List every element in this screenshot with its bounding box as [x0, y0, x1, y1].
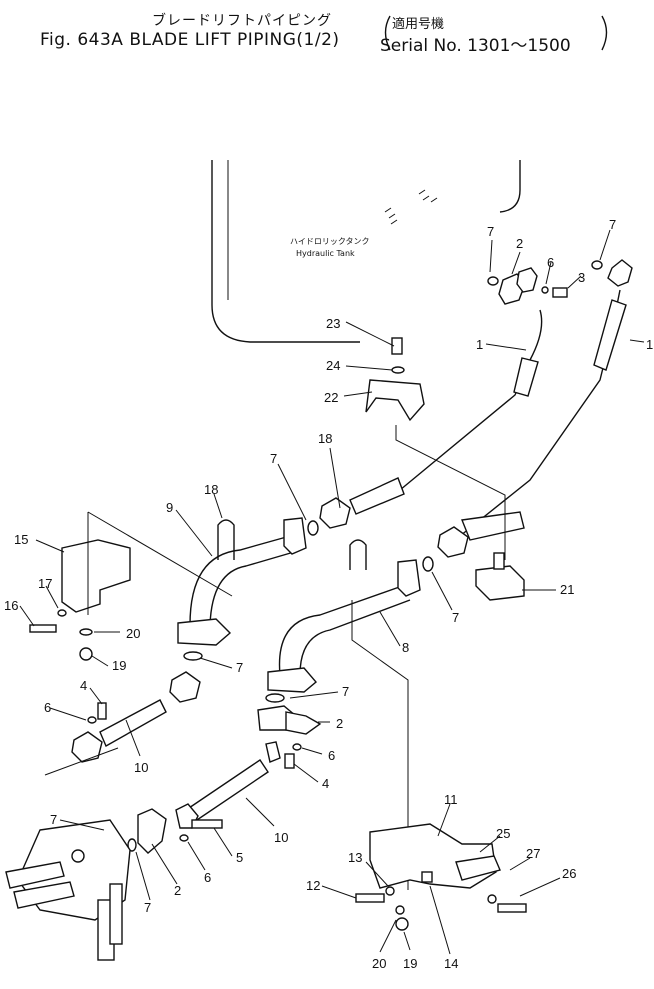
hose-10-left [71, 671, 201, 763]
leader-18-down [351, 600, 409, 890]
callout-22: 22 [324, 390, 338, 405]
callout-7: 7 [452, 610, 459, 625]
callout-13: 13 [348, 850, 362, 865]
callout-7: 7 [236, 660, 243, 675]
callout-20: 20 [126, 626, 140, 641]
callout-25: 25 [496, 826, 510, 841]
o-ring-7-d [265, 693, 285, 703]
callout-2: 2 [336, 716, 343, 731]
u-bolt-18-right [349, 539, 367, 570]
callout-6: 6 [44, 700, 51, 715]
callout-27: 27 [526, 846, 540, 861]
serial-open-paren [384, 15, 391, 51]
figure-title-japanese: ブレードリフトパイピング [152, 13, 332, 29]
callout-14: 14 [444, 956, 458, 971]
hose-1-left [319, 309, 543, 529]
tank-label: Hydraulic Tank [296, 249, 355, 258]
o-ring-7-f [127, 838, 137, 852]
control-valve [5, 747, 131, 961]
callout-7: 7 [609, 217, 616, 232]
hose-10-middle [175, 741, 281, 842]
hydraulic-tank: ハイドロリックタンク Hydraulic Tank [211, 160, 521, 343]
callout-24: 24 [326, 358, 340, 373]
callout-6: 6 [547, 255, 554, 270]
callout-4: 4 [80, 678, 87, 693]
bolt-23 [391, 337, 405, 374]
bracket-11 [355, 823, 527, 931]
serial-heading-japanese: 適用号機 [392, 17, 445, 32]
callout-8: 8 [402, 640, 409, 655]
callout-labels: 7 2 6 3 7 1 1 23 24 22 18 7 18 9 15 17 1… [4, 217, 653, 971]
clamp-21 [475, 565, 525, 601]
callout-1: 1 [476, 337, 483, 352]
callout-9: 9 [166, 500, 173, 515]
callout-18: 18 [318, 431, 332, 446]
callout-2: 2 [174, 883, 181, 898]
pipe-9 [177, 517, 307, 646]
callout-21: 21 [560, 582, 574, 597]
callout-7: 7 [270, 451, 277, 466]
callout-19: 19 [112, 658, 126, 673]
callout-3: 3 [578, 270, 585, 285]
callout-23: 23 [326, 316, 340, 331]
leader-lines [19, 229, 645, 955]
callout-15: 15 [14, 532, 28, 547]
u-bolt-18-left [217, 519, 235, 560]
callout-4: 4 [322, 776, 329, 791]
serial-range: Serial No. 1301～1500 [380, 36, 571, 56]
callout-12: 12 [306, 878, 320, 893]
callout-7: 7 [144, 900, 151, 915]
o-ring-7-b [422, 556, 434, 572]
callout-16: 16 [4, 598, 18, 613]
split-flange-2-low [137, 808, 167, 854]
callout-17: 17 [38, 576, 52, 591]
pipe-8 [267, 559, 421, 693]
callout-6: 6 [328, 748, 335, 763]
clamp-21-stud [493, 552, 505, 570]
split-flange-2-top [487, 260, 603, 305]
callout-7: 7 [487, 224, 494, 239]
callout-6: 6 [204, 870, 211, 885]
hose-1-right [437, 259, 633, 558]
callout-19: 19 [403, 956, 417, 971]
serial-close-paren [601, 15, 608, 51]
callout-10: 10 [134, 760, 148, 775]
callout-7: 7 [342, 684, 349, 699]
split-flange-2-mid [257, 705, 322, 769]
o-ring-7-c [183, 651, 203, 661]
callout-18: 18 [204, 482, 218, 497]
tank-label-japanese: ハイドロリックタンク [290, 237, 370, 246]
callout-2: 2 [516, 236, 523, 251]
callout-11: 11 [444, 792, 458, 807]
figure-title: Fig. 643A BLADE LIFT PIPING(1/2) [40, 30, 340, 50]
bracket-15 [29, 511, 233, 661]
callout-20: 20 [372, 956, 386, 971]
clamp-22 [365, 379, 506, 560]
callout-7: 7 [50, 812, 57, 827]
callout-5: 5 [236, 850, 243, 865]
callout-1: 1 [646, 337, 653, 352]
callout-26: 26 [562, 866, 576, 881]
o-ring-7-a [307, 520, 319, 536]
callout-10: 10 [274, 830, 288, 845]
